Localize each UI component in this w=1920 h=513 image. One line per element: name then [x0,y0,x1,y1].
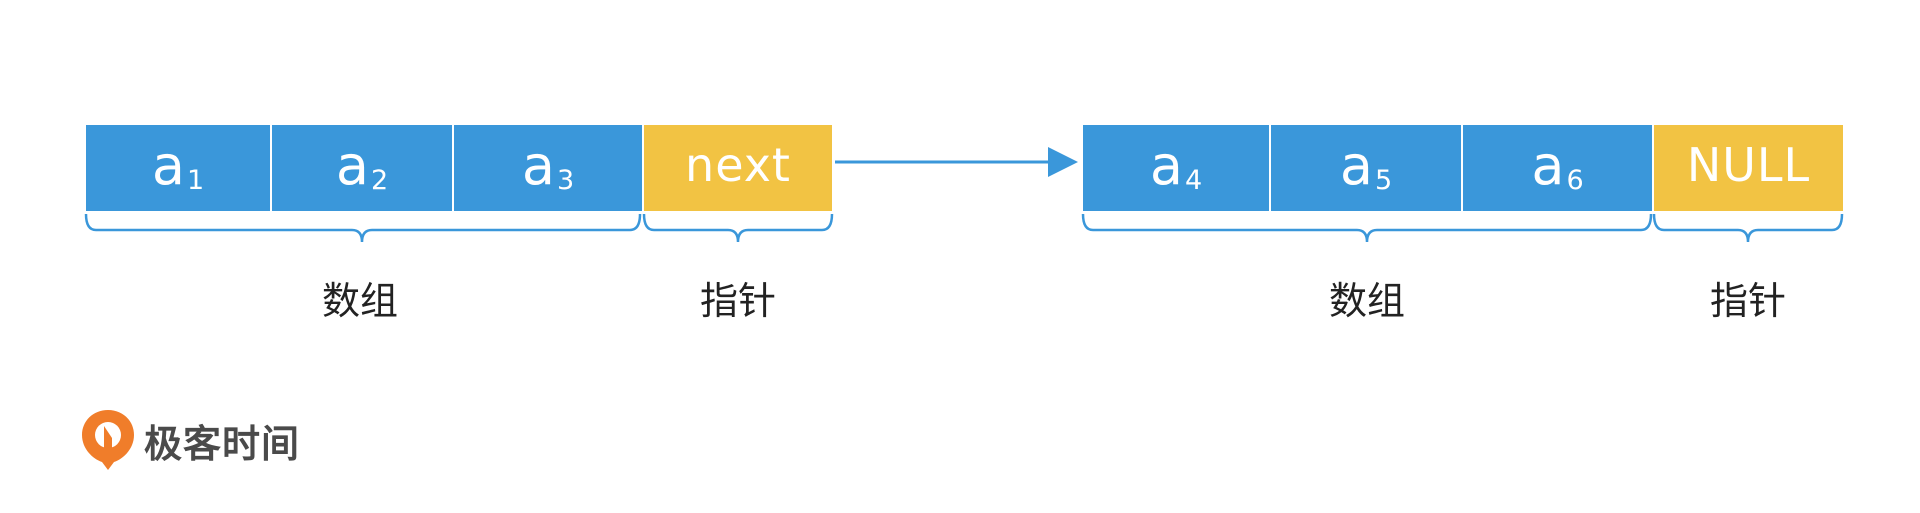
element-subscript: 5 [1374,164,1393,196]
array-label-2: 数组 [1328,279,1406,323]
element-letter: a [521,134,555,197]
brand-logo: 极客时间 [80,408,300,472]
pointer-null: NULL [1654,125,1843,211]
pointer-label-1: 指针 [699,279,777,323]
element-letter: a [1531,134,1565,197]
element-letter: a [335,134,369,197]
brace-pointer-2 [1652,213,1844,243]
brace-array-2 [1081,213,1653,243]
pointer-text: next [685,138,791,192]
brace-array-1 [84,213,642,243]
pointer-text: NULL [1686,138,1811,192]
element-subscript: 3 [556,164,575,196]
element-letter: a [151,134,185,197]
element-letter: a [1149,134,1183,197]
element-subscript: 2 [370,164,389,196]
element-letter: a [1339,134,1373,197]
pointer-next: next [644,125,832,211]
geektime-logo-icon [82,410,134,470]
brand-name: 极客时间 [144,421,301,466]
array-label-1: 数组 [321,279,399,323]
element-subscript: 4 [1184,164,1203,196]
pointer-label-2: 指针 [1709,279,1787,323]
element-subscript: 1 [186,164,205,196]
element-subscript: 6 [1566,164,1584,196]
brace-pointer-1 [642,213,834,243]
